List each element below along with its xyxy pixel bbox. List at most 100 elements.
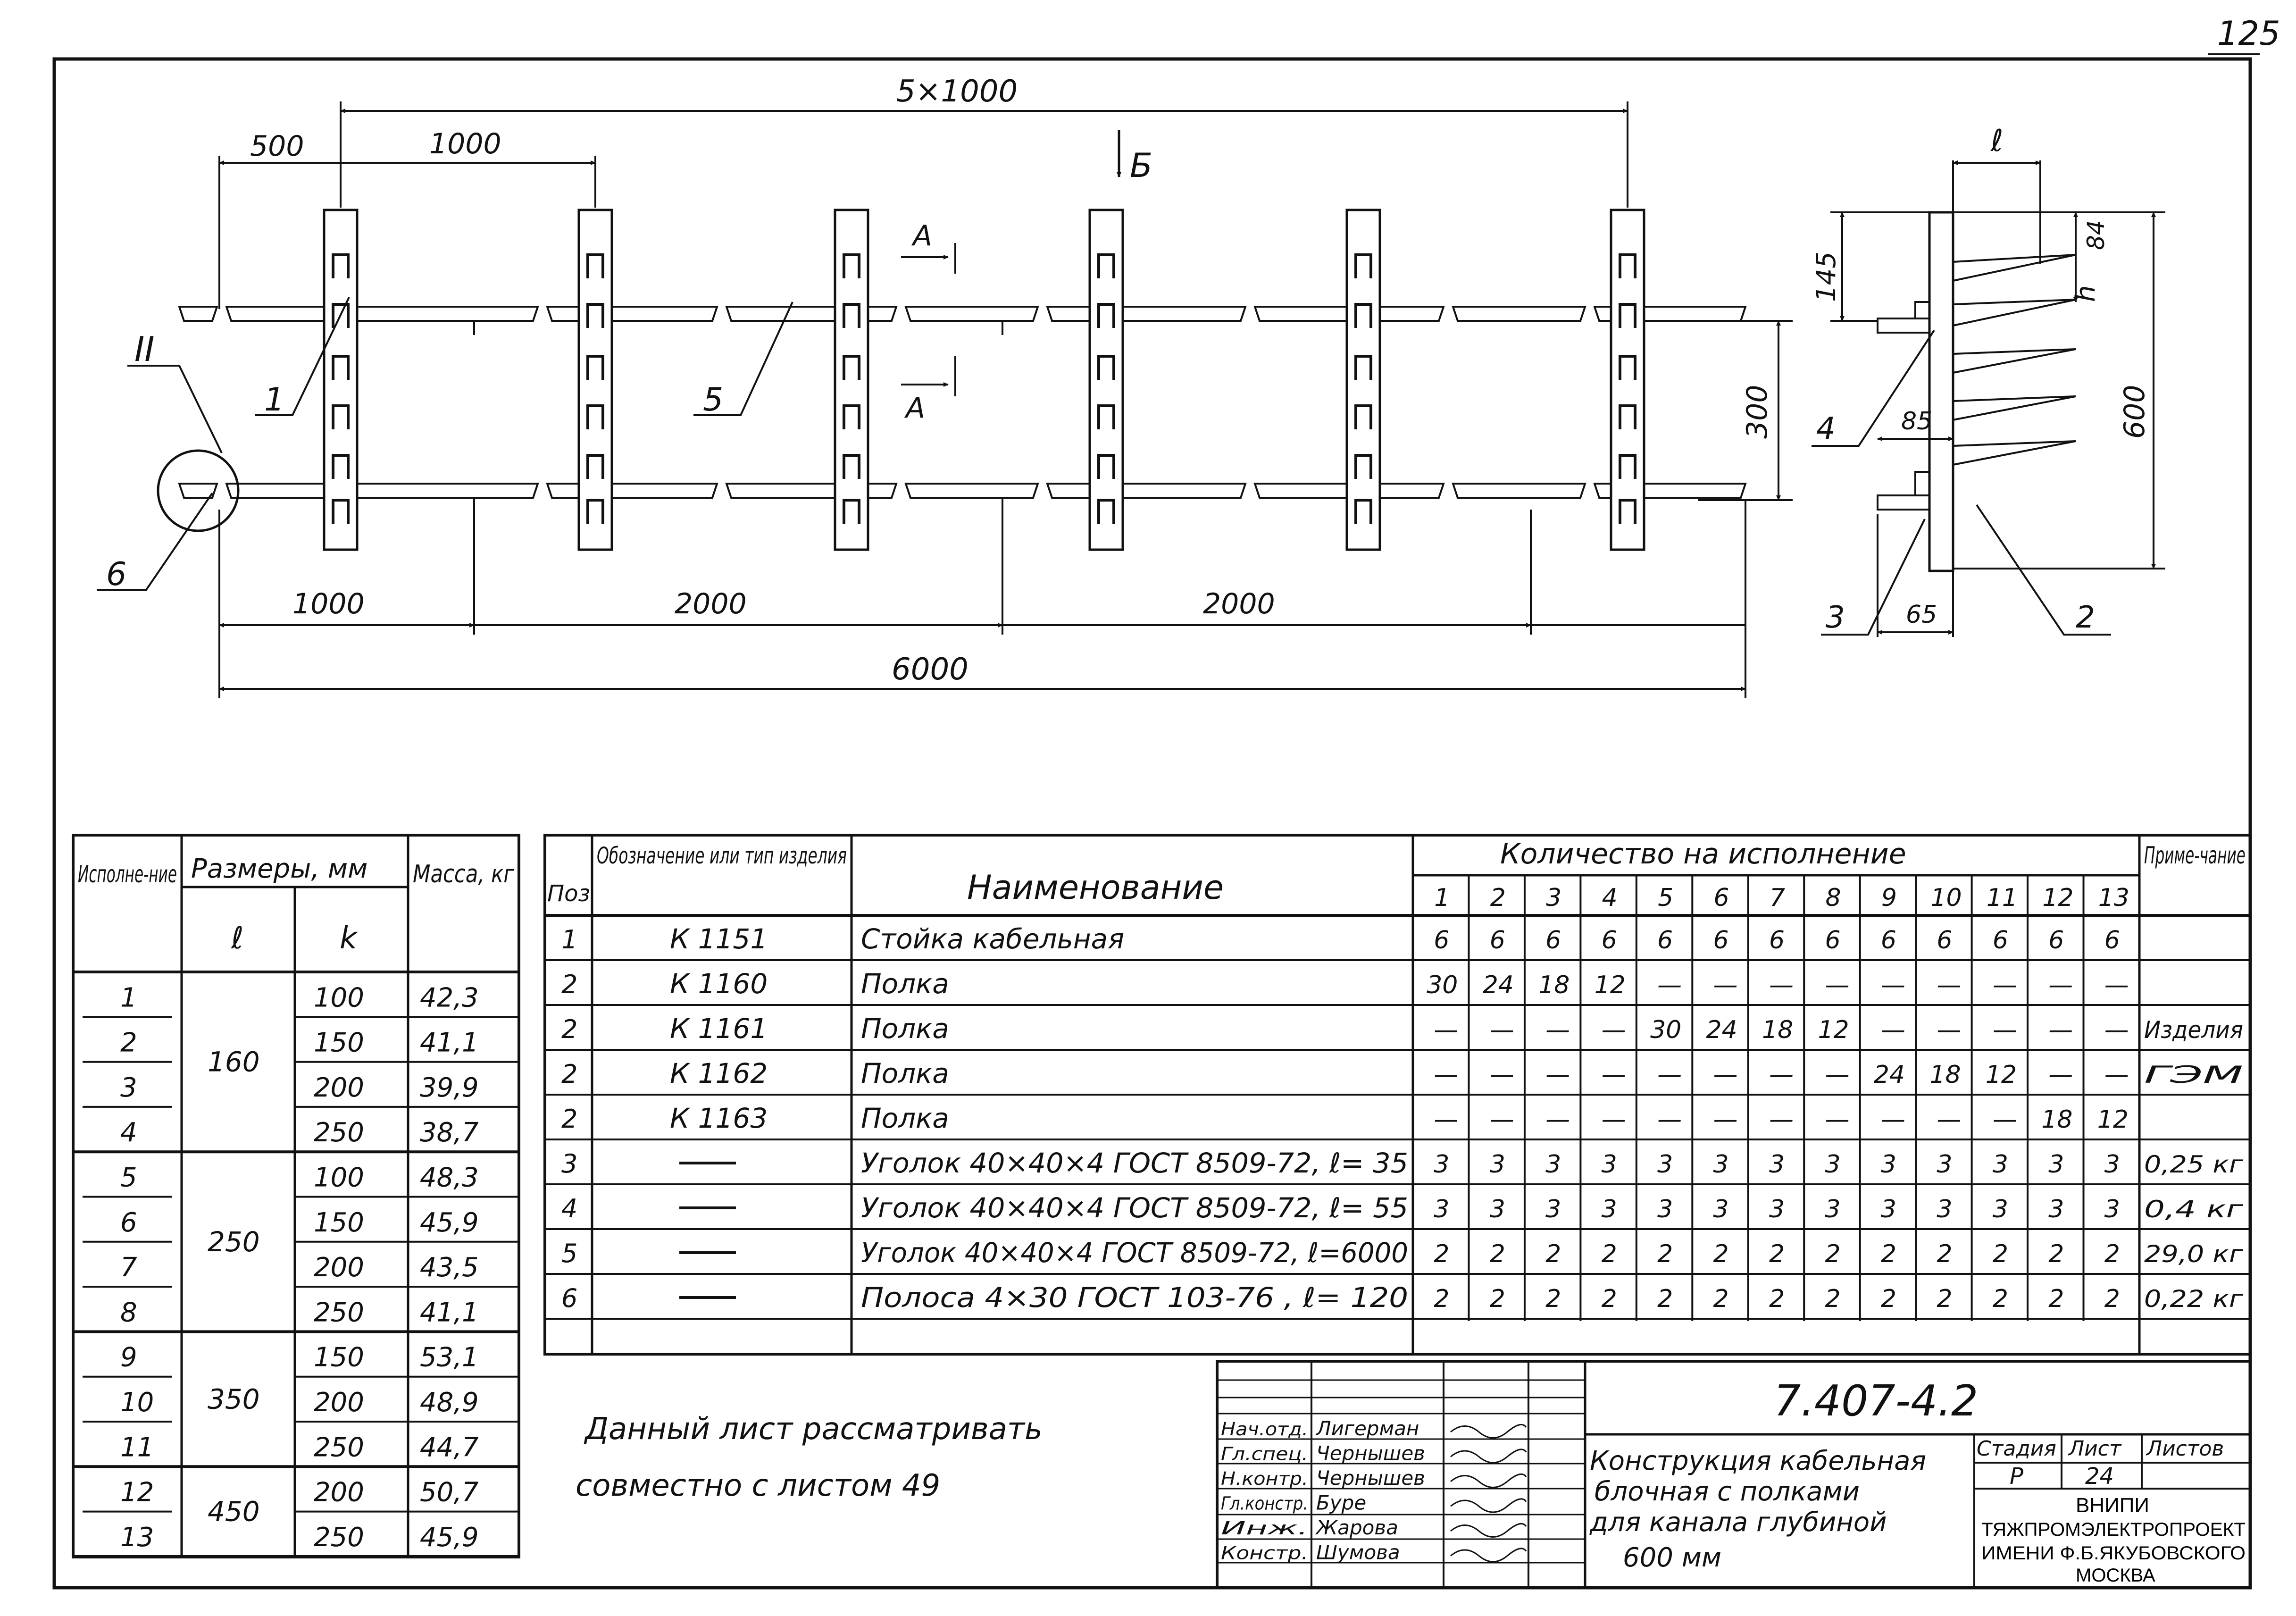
spec-qty: 3: [1602, 1150, 1617, 1179]
spec-qty: 2: [1713, 1240, 1729, 1268]
title-line-3: для канала глубиной: [1589, 1507, 1887, 1538]
spec-qty: —: [1993, 1016, 2017, 1044]
spec-header-note: Приме-чание: [2144, 842, 2246, 869]
size-mass-value: 41,1: [420, 1028, 479, 1058]
cable-post: [1088, 209, 1124, 551]
size-k-value: 100: [314, 982, 364, 1013]
dim-h: h: [2071, 285, 2101, 302]
spec-variant-header: 6: [1714, 884, 1729, 912]
spec-variant-header: 12: [2042, 884, 2073, 912]
spec-pos: 1: [561, 925, 577, 955]
spec-qty: 2: [1881, 1240, 1896, 1268]
spec-qty: 2: [1490, 1285, 1505, 1313]
spec-qty: 12: [1986, 1061, 2017, 1089]
spec-qty: 3: [1825, 1195, 1840, 1223]
spec-note: 0,22 кг: [2144, 1285, 2244, 1313]
size-mass-value: 39,9: [420, 1072, 479, 1103]
spec-qty: —: [1937, 1105, 1961, 1134]
spec-qty: 3: [1713, 1150, 1729, 1179]
stage-value: Р: [2010, 1463, 2023, 1490]
signature-mark: [1450, 1548, 1527, 1563]
dim-145: 145: [1811, 251, 1842, 302]
spec-qty: 3: [1434, 1150, 1449, 1179]
doc-code: 7.407-4.2: [1774, 1376, 1978, 1426]
spec-note: 0,25 кг: [2144, 1151, 2244, 1178]
spec-qty: 3: [1881, 1195, 1896, 1223]
size-mass-value: 48,9: [420, 1387, 479, 1418]
angle-bar-segment: [178, 483, 218, 499]
size-mass-value: 48,3: [420, 1163, 479, 1193]
sheet-frame: [52, 57, 2252, 1590]
title-role-row: Гл.спец.Чернышев: [1221, 1442, 1527, 1465]
spec-qty: —: [1434, 1105, 1458, 1134]
dim-300: 300: [1741, 385, 1774, 439]
size-l-group: 450: [208, 1496, 260, 1528]
spec-qty: —: [1490, 1061, 1514, 1089]
spec-qty: —: [1545, 1105, 1570, 1134]
spec-qty: 6: [1657, 926, 1673, 955]
callout-1: 1: [264, 381, 284, 419]
spec-qty: 2: [1490, 1240, 1505, 1268]
spec-qty: 3: [1825, 1150, 1840, 1179]
spec-qty: —: [1881, 1016, 1905, 1044]
spec-qty: —: [1657, 1105, 1682, 1134]
spec-qty: 6: [1769, 926, 1785, 955]
sheet-label: Лист: [2068, 1437, 2122, 1461]
spec-header-qty: Количество на исполнение: [1500, 837, 1906, 871]
callout-5: 5: [703, 381, 723, 419]
spec-qty: —: [1545, 1016, 1570, 1044]
spec-qty: 2: [1881, 1285, 1896, 1313]
bracket-mark: [993, 497, 1003, 512]
spec-qty: 3: [1713, 1195, 1729, 1223]
spec-qty: 18: [1929, 1061, 1961, 1089]
dim-600-side: 600: [2118, 385, 2151, 439]
spec-designation: К 1161: [670, 1013, 768, 1045]
spec-variant-header: 5: [1658, 884, 1673, 912]
size-variant-number: 4: [120, 1117, 137, 1148]
angle-bar-segment: [546, 306, 718, 322]
spec-qty: 2: [2104, 1240, 2120, 1268]
spec-qty: 6: [1490, 926, 1505, 955]
spec-qty: —: [1881, 1105, 1905, 1134]
spec-qty: 2: [1825, 1240, 1840, 1268]
size-mass-value: 43,5: [420, 1252, 479, 1283]
size-k-value: 250: [314, 1117, 364, 1148]
dim-500: 500: [250, 130, 304, 163]
spec-qty: —: [1769, 1061, 1794, 1089]
spec-note: 0,4 кг: [2144, 1196, 2244, 1223]
title-person: Чернышев: [1316, 1466, 1425, 1490]
spec-pos: 2: [561, 970, 577, 999]
spec-qty: 6: [1713, 926, 1729, 955]
spec-qty: —: [1769, 971, 1794, 999]
title-role-row: Инж.Жарова: [1221, 1516, 1527, 1539]
plan-view: 5×1000 500 1000 Б А А 1 5 II 6: [97, 74, 1793, 698]
org-line-4: МОСКВА: [2076, 1565, 2155, 1586]
spec-name: Полоса 4×30 ГОСТ 103-76 , ℓ= 120: [861, 1281, 1408, 1314]
size-k-value: 250: [314, 1522, 364, 1553]
spec-variant-header: 2: [1490, 884, 1506, 912]
spec-qty: 30: [1650, 1016, 1681, 1044]
size-header-sizes: Размеры, мм: [191, 854, 367, 884]
angle-bar-segment: [1046, 483, 1247, 499]
cable-post: [577, 209, 613, 551]
size-k-value: 200: [314, 1387, 364, 1418]
angle-bar-segment: [225, 483, 539, 499]
spec-qty: 3: [2104, 1195, 2120, 1223]
spec-qty: 2: [1602, 1285, 1617, 1313]
cable-post: [834, 209, 869, 551]
title-person: Жарова: [1315, 1516, 1398, 1539]
callout-3: 3: [1826, 600, 1845, 635]
spec-qty: 3: [1490, 1150, 1505, 1179]
signature-mark: [1450, 1423, 1527, 1439]
spec-qty: 6: [1937, 926, 1952, 955]
spec-qty: 2: [1713, 1285, 1729, 1313]
